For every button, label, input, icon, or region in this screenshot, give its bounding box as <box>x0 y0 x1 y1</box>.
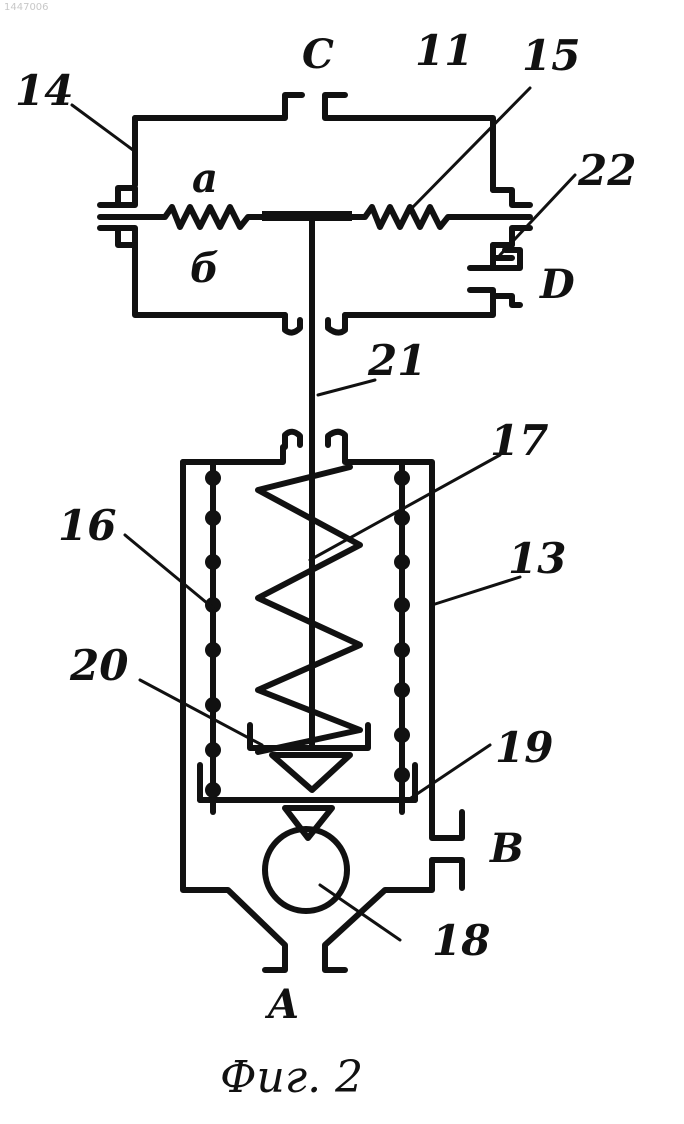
label-20: 20 <box>69 641 128 690</box>
figure-caption: Фиг. 2 <box>220 1052 363 1103</box>
port-c-label: C <box>302 31 334 78</box>
label-18: 18 <box>432 916 490 965</box>
label-22: 22 <box>577 146 636 195</box>
label-13: 13 <box>508 534 566 583</box>
label-21: 21 <box>367 336 426 385</box>
watermark-number: 1447006 <box>4 2 49 13</box>
label-15: 15 <box>522 31 580 80</box>
chamber-a-label: a <box>192 155 218 202</box>
chamber-b-label: б <box>190 245 219 292</box>
label-19: 19 <box>495 723 553 772</box>
label-17: 17 <box>490 416 548 465</box>
port-d-label: D <box>539 261 575 308</box>
label-16: 16 <box>58 501 116 550</box>
port-b-label: B <box>489 825 524 872</box>
label-14: 14 <box>15 66 73 115</box>
port-a-label: A <box>264 981 299 1028</box>
label-11: 11 <box>415 26 473 75</box>
